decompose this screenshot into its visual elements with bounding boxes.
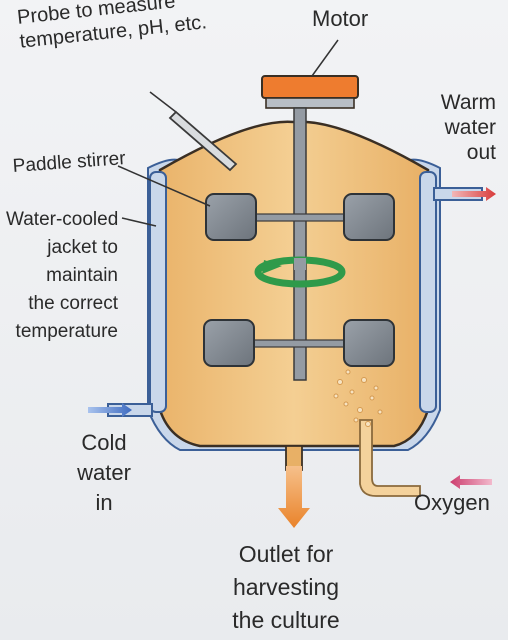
stirrer-shaft xyxy=(293,107,307,381)
probe-leader xyxy=(149,91,177,113)
paddle-leader xyxy=(117,165,211,207)
jacket-leader xyxy=(121,217,157,227)
jacket-label-line-4: the correct xyxy=(28,293,118,314)
lower-paddle-arm xyxy=(251,339,349,348)
warm-water-label-line-3: out xyxy=(466,141,496,164)
jacket-label: Water-cooled jacket to maintain the corr… xyxy=(6,206,118,346)
cold-water-label-line-3: in xyxy=(95,490,113,515)
motor-leader xyxy=(311,39,339,77)
jacket-label-line-2: jacket to xyxy=(47,237,118,258)
outlet-arrow xyxy=(278,466,310,528)
jacket-label-line-3: maintain xyxy=(46,265,118,286)
paddle-lower-right xyxy=(343,319,395,367)
cold-water-label-line-1: Cold xyxy=(81,430,127,455)
jacket-right-band xyxy=(419,171,437,413)
upper-paddle-arm xyxy=(251,213,349,222)
probe xyxy=(168,110,238,172)
outlet-label-line-1: Outlet for xyxy=(238,541,334,567)
warm-water-arrow xyxy=(452,187,496,201)
outlet-label-line-2: harvesting xyxy=(232,574,340,600)
jacket-left-band xyxy=(149,171,167,413)
cold-water-label: Cold water in xyxy=(72,428,136,518)
jacket-label-line-5: temperature xyxy=(15,321,118,342)
oxygen-pipe xyxy=(359,419,421,497)
warm-water-label-line-1: Warm xyxy=(440,91,496,114)
outlet-label-line-3: the culture xyxy=(232,607,340,633)
motor-base xyxy=(265,97,355,109)
oxygen-arrow xyxy=(450,475,492,489)
rotation-arrow xyxy=(254,256,346,288)
outlet-label: Outlet for harvesting the culture xyxy=(212,538,360,637)
paddle-upper-right xyxy=(343,193,395,241)
cold-water-label-line-2: water xyxy=(77,460,131,485)
jacket-label-line-1: Water-cooled xyxy=(6,209,119,230)
warm-water-label: Warm water out xyxy=(432,90,496,165)
motor-label: Motor xyxy=(312,6,369,31)
oxygen-bubbles xyxy=(333,369,383,427)
cold-water-arrow xyxy=(88,403,132,417)
paddle-upper-left xyxy=(205,193,257,241)
oxygen-label: Oxygen xyxy=(414,490,490,515)
paddle-lower-left xyxy=(203,319,255,367)
warm-water-label-line-2: water xyxy=(444,116,496,139)
motor-top xyxy=(261,75,359,99)
